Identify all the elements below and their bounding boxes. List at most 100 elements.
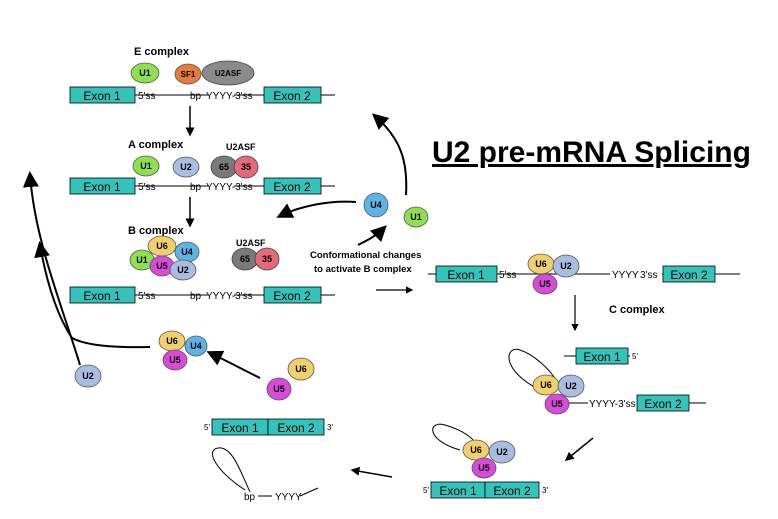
- arrow-to-tri-snrnp: [206, 350, 261, 379]
- u6-snrnp: U6: [147, 235, 177, 257]
- u2asf-label-a: U2ASF: [226, 142, 256, 152]
- svg-text:U6: U6: [156, 241, 168, 251]
- u6-snrnp-tri: U6: [158, 330, 186, 352]
- excised-lariat: [212, 447, 251, 493]
- 3prime-label: 3': [327, 423, 333, 432]
- 5ss-label: 5'ss: [138, 182, 155, 193]
- u6-snrnp: U6: [527, 253, 555, 275]
- svg-text:Exon 2: Exon 2: [277, 421, 315, 435]
- u1-snrnp: U1: [129, 249, 155, 271]
- exon1-box: Exon 1: [69, 86, 136, 104]
- exon2-box: Exon 2: [263, 177, 322, 195]
- svg-text:Exon 1: Exon 1: [439, 484, 477, 498]
- 5ss-label: 5'ss: [499, 270, 516, 281]
- exon2-box: Exon 2: [662, 265, 716, 283]
- yyyy-label: YYYY: [612, 270, 639, 281]
- u2-snrnp: U2: [488, 440, 516, 464]
- exon1-box: Exon 1: [435, 265, 498, 283]
- svg-text:U2ASF: U2ASF: [215, 69, 241, 78]
- svg-text:Exon 2: Exon 2: [670, 268, 708, 282]
- u5-snrnp-recycled: U5: [266, 377, 292, 401]
- yyyy-label: YYYY: [275, 492, 302, 503]
- yyyy-3ss-label: YYYY-3'ss: [206, 91, 253, 102]
- u2-snrnp: U2: [557, 374, 585, 398]
- 5ss-label: 5'ss: [138, 291, 155, 302]
- svg-text:35: 35: [241, 162, 251, 172]
- 5prime-label: 5': [423, 486, 429, 495]
- arrow-release-u4: [357, 225, 387, 246]
- exon2-box: Exon 2: [263, 86, 322, 104]
- u2asf-35-subunit: 35: [233, 155, 259, 179]
- bp-label: bp: [190, 182, 202, 193]
- u5-snrnp: U5: [544, 393, 570, 415]
- exon1-box: Exon 1: [69, 177, 136, 195]
- svg-text:U2: U2: [177, 265, 189, 275]
- u1-snrnp-released: U1: [403, 206, 429, 228]
- svg-text:U4: U4: [190, 341, 202, 351]
- svg-text:U5: U5: [551, 399, 563, 409]
- u5-snrnp: U5: [532, 273, 558, 295]
- b-complex-label: B complex: [128, 225, 185, 237]
- svg-text:U4: U4: [370, 200, 382, 210]
- u2asf-65-subunit: 65: [210, 155, 238, 179]
- svg-text:U1: U1: [140, 161, 152, 171]
- arrow-release-up: [371, 113, 408, 196]
- conformational-label-1: Conformational changes: [310, 250, 421, 261]
- svg-text:U2: U2: [180, 162, 192, 172]
- svg-text:Exon 2: Exon 2: [273, 89, 311, 103]
- arrow-recycle-u2: [22, 171, 81, 366]
- u2asf-protein: U2ASF: [201, 60, 255, 86]
- svg-text:Exon 1: Exon 1: [447, 268, 485, 282]
- svg-text:U2: U2: [560, 261, 572, 271]
- svg-text:U5: U5: [169, 355, 181, 365]
- 5ss-label: 5'ss: [138, 91, 155, 102]
- svg-text:U6: U6: [295, 364, 307, 374]
- conformational-label-2: to activate B complex: [314, 264, 412, 275]
- svg-text:U2: U2: [82, 371, 94, 381]
- svg-text:U1: U1: [410, 212, 422, 222]
- u4-snrnp: U4: [174, 241, 200, 263]
- u1-snrnp: U1: [130, 62, 160, 84]
- e-complex-label: E complex: [134, 46, 190, 58]
- svg-text:SF1: SF1: [181, 70, 196, 79]
- svg-text:U6: U6: [470, 445, 482, 455]
- u6-snrnp: U6: [462, 439, 490, 461]
- svg-text:U5: U5: [273, 384, 285, 394]
- svg-text:U6: U6: [166, 336, 178, 346]
- ligated-exons: Exon 1 Exon 2: [430, 481, 540, 499]
- sf1-protein: SF1: [174, 63, 202, 85]
- 3prime-label: 3': [542, 486, 548, 495]
- svg-text:U2: U2: [496, 447, 508, 457]
- svg-text:U4: U4: [181, 247, 193, 257]
- svg-text:Exon 1: Exon 1: [83, 89, 121, 103]
- svg-text:Exon 2: Exon 2: [273, 289, 311, 303]
- exon1-box: Exon 1: [69, 286, 136, 304]
- svg-text:Exon 2: Exon 2: [644, 397, 682, 411]
- u5-snrnp: U5: [471, 457, 497, 479]
- u1-snrnp: U1: [132, 155, 160, 177]
- svg-text:U6: U6: [540, 380, 552, 390]
- exon2-box: Exon 2: [263, 286, 322, 304]
- u2-snrnp: U2: [169, 259, 197, 281]
- u2-snrnp: U2: [172, 156, 200, 178]
- u6-snrnp: U6: [532, 374, 560, 396]
- svg-text:Exon 2: Exon 2: [493, 484, 531, 498]
- page-title: U2 pre-mRNA Splicing: [432, 136, 751, 169]
- svg-text:Exon 1: Exon 1: [83, 180, 121, 194]
- 5prime-label: 5': [632, 352, 638, 361]
- u2-snrnp: U2: [552, 254, 580, 278]
- arrow-release-to-left: [276, 200, 357, 218]
- u2-snrnp-recycled: U2: [74, 364, 102, 388]
- arrow-to-lariat: [350, 466, 393, 478]
- yyyy-3ss-label: YYYY-3'ss: [589, 399, 636, 410]
- arrow-to-ligation: [564, 437, 594, 461]
- exon2-box: Exon 2: [636, 394, 690, 412]
- u6-snrnp-recycled: U6: [287, 357, 315, 381]
- lariat-loop: [508, 348, 557, 391]
- u2asf-label-b: U2ASF: [236, 238, 266, 248]
- u2asf-35-subunit: 35: [254, 247, 280, 271]
- u4-snrnp-tri: U4: [184, 335, 208, 357]
- lariat-loop: [432, 423, 479, 451]
- mature-mrna: Exon 1 Exon 2: [211, 418, 325, 436]
